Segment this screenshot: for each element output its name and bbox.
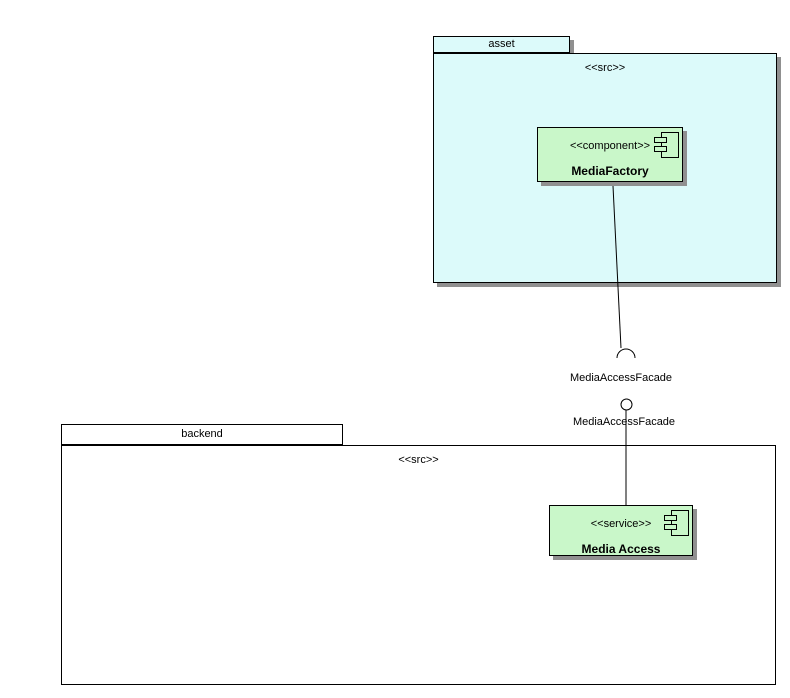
media-access-stereotype: <<service>> [590, 518, 652, 530]
media-factory-stereotype: <<component>> [569, 140, 651, 152]
required-interface-socket-icon[interactable] [616, 348, 636, 359]
component-media-factory[interactable]: <<component>> MediaFactory [537, 127, 683, 182]
required-interface-label[interactable]: MediaAccessFacade [569, 372, 673, 384]
component-media-access[interactable]: <<service>> Media Access [549, 505, 693, 556]
provided-interface-label[interactable]: MediaAccessFacade [572, 416, 676, 428]
media-access-name: Media Access [581, 542, 661, 556]
backend-package-name: backend [181, 428, 223, 440]
asset-package-name: asset [488, 38, 515, 50]
media-factory-name: MediaFactory [571, 164, 649, 178]
backend-package-body[interactable]: <<src>> [61, 445, 776, 685]
component-icon [664, 510, 689, 536]
component-icon [654, 132, 679, 158]
backend-package-tab[interactable]: backend [61, 424, 343, 445]
asset-package-tab[interactable]: asset [433, 36, 570, 53]
provided-interface-ball-icon[interactable] [620, 398, 633, 411]
backend-package-stereotype: <<src>> [398, 454, 439, 466]
asset-package-stereotype: <<src>> [584, 62, 626, 74]
